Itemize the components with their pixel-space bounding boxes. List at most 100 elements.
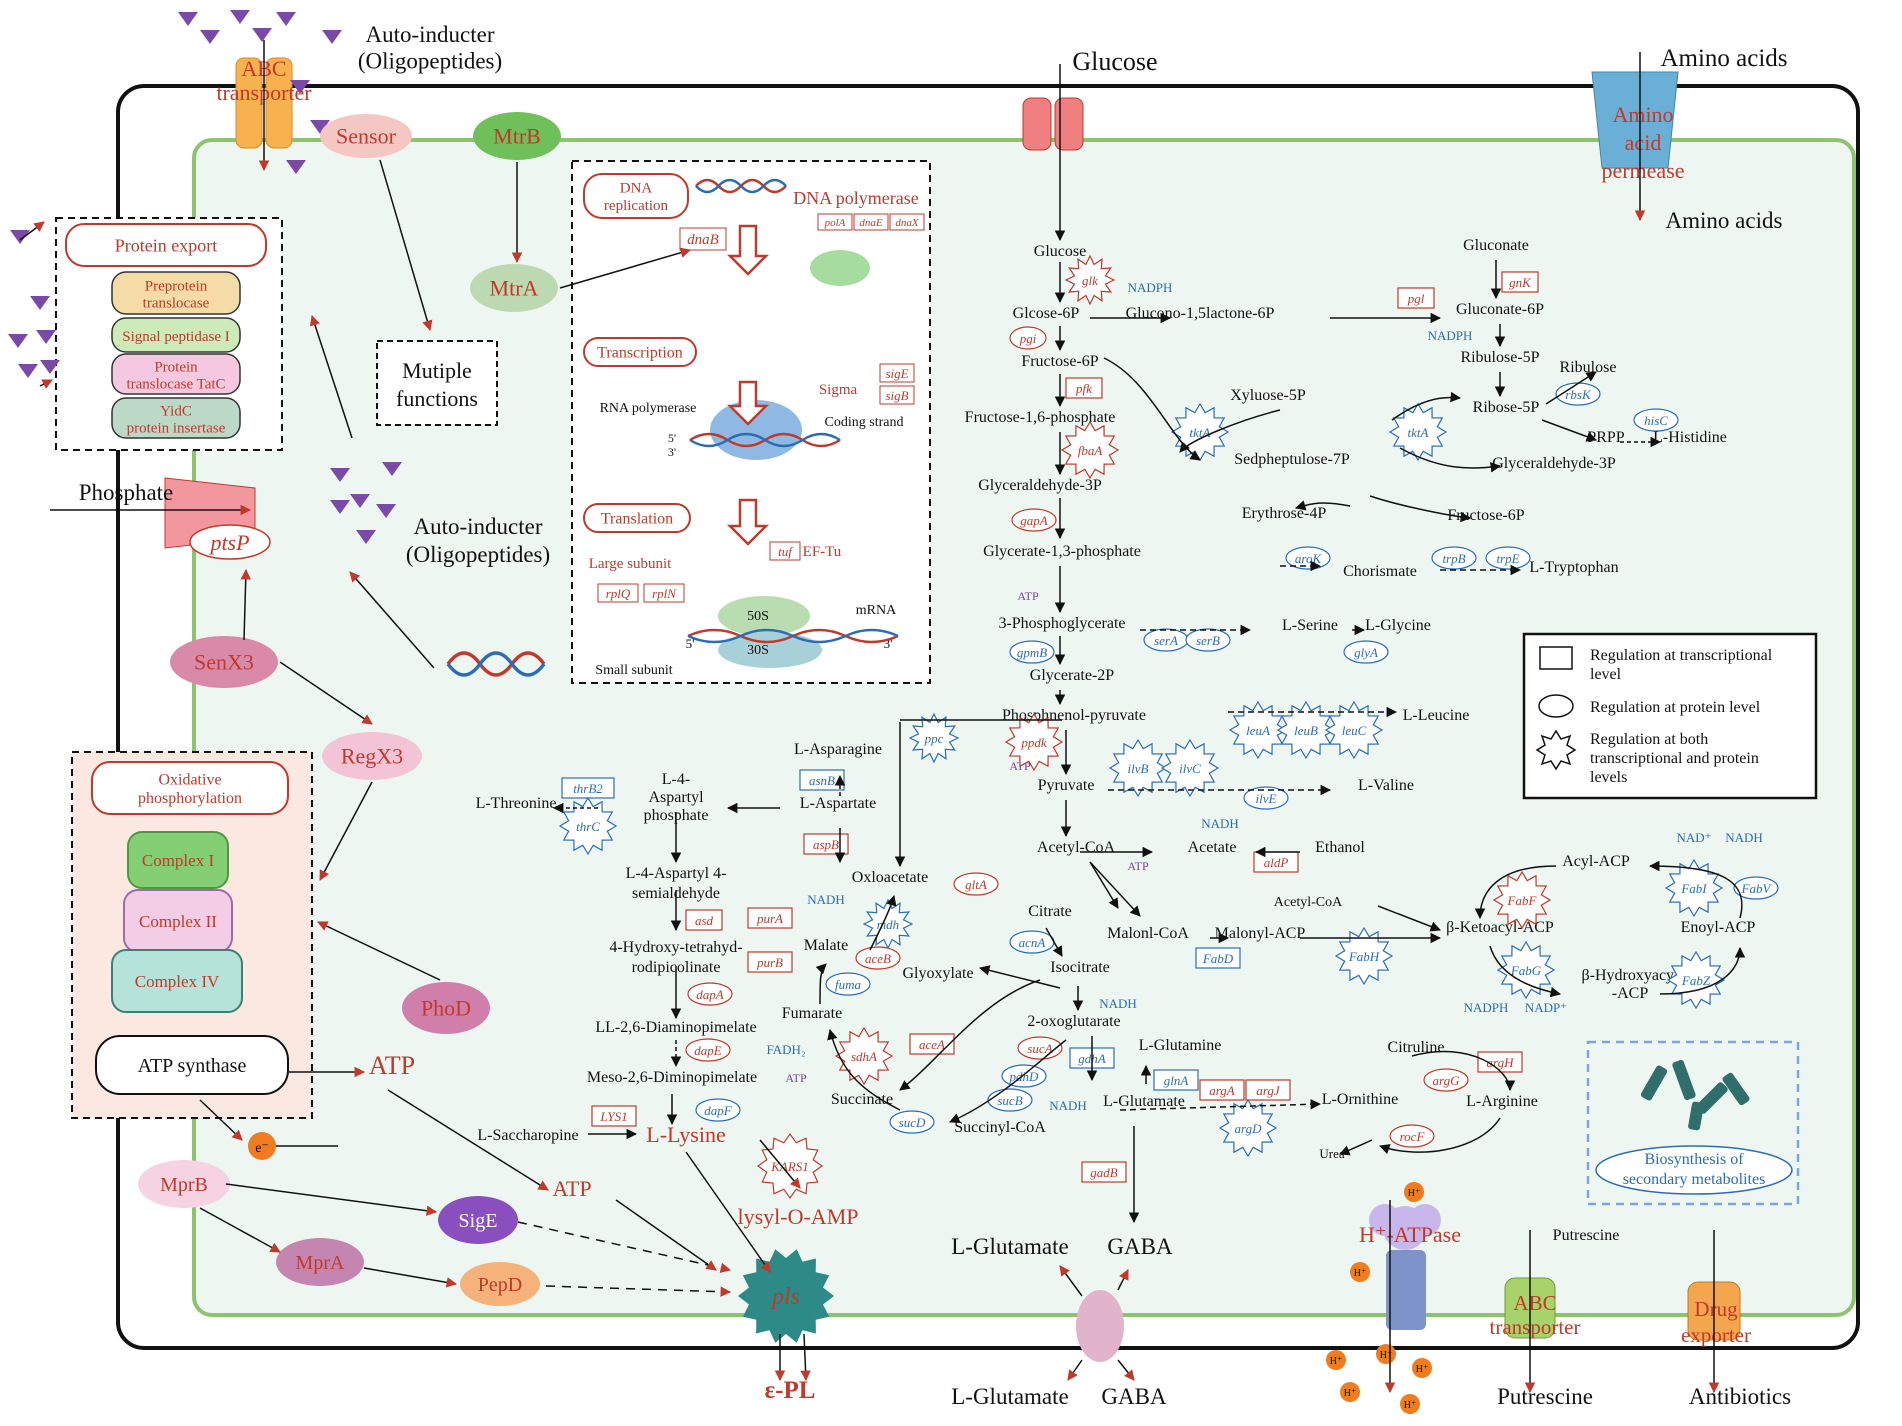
- regulators-regX3: RegX3: [341, 744, 403, 769]
- gene-glk: glk: [1082, 273, 1098, 288]
- gene-rbsK: rbsK: [1565, 387, 1592, 402]
- legend-star-icon: [1535, 729, 1577, 771]
- gene-argH: argH: [1487, 1055, 1515, 1070]
- gene-fuma-ellipse: [825, 972, 871, 996]
- regulators-mtrA: MtrA: [490, 276, 539, 301]
- gene-thrC-star: [558, 796, 618, 856]
- arrow: [1067, 1359, 1083, 1381]
- gene-aspB: aspB: [813, 837, 839, 852]
- gene-asd-rect: [685, 909, 723, 931]
- metabolites-glyoxylate: Glyoxylate: [902, 965, 973, 982]
- gene-trpE-ellipse: [1485, 546, 1531, 570]
- auto-inducer-triangle: [40, 360, 60, 374]
- regulators-mprA: MprA: [296, 1252, 345, 1274]
- legend-ellipse-icon: [1538, 694, 1574, 718]
- oxphos-atp: ATP: [369, 1051, 415, 1080]
- arrow: [869, 894, 897, 951]
- metabolites-histidine: L-Histidine: [1653, 429, 1727, 446]
- metabolites-arginine: L-Arginine: [1466, 1093, 1538, 1110]
- gene-KARS1-star: [756, 1132, 824, 1200]
- gene-purB: purB: [756, 955, 783, 970]
- metabolites-ribose5p: Ribose-5P: [1473, 399, 1540, 416]
- outer-membrane: [116, 84, 1860, 1350]
- oxphos-title-line2: phosphorylation: [138, 790, 242, 807]
- metabolites-oxoglutarate: 2-oxoglutarate: [1027, 1013, 1120, 1030]
- dna-helix-icon: [446, 651, 546, 677]
- gene-fbaA: fbaA: [1078, 443, 1103, 458]
- metabolites-valine: L-Valine: [1358, 777, 1414, 794]
- gene-aceA-rect: [909, 1033, 955, 1055]
- legend-star-line3: levels: [1590, 769, 1627, 786]
- arrow: [978, 965, 1061, 989]
- central_dogma-sig_genes-1: sigB: [885, 388, 908, 403]
- gene-dapE-ellipse: [685, 1038, 731, 1062]
- gene-rocF-ellipse: [1389, 1124, 1435, 1148]
- arrow: [1339, 1139, 1373, 1156]
- metabolites-atp_d: ATP: [1127, 859, 1149, 873]
- arrow: [1379, 1117, 1501, 1155]
- gene-sigB-rect: [879, 385, 915, 405]
- gene-trpB: trpB: [1442, 551, 1465, 566]
- metabolites-aspartyl_p-line1: L-4-: [662, 771, 690, 788]
- proton-dot: [1400, 1394, 1420, 1414]
- arrow: [19, 221, 45, 241]
- gene-leuB-star: [1276, 700, 1336, 760]
- metabolites-asa-line1: L-4-Aspartyl 4-: [626, 865, 727, 882]
- ptsP-shape: [189, 524, 271, 560]
- transporters-amino_permease-line1: Amino: [1612, 102, 1673, 127]
- gene-serB-ellipse: [1185, 628, 1231, 652]
- metabolites-acyl: Acyl-ACP: [1562, 853, 1630, 870]
- gene-sucB: sucB: [997, 1093, 1022, 1108]
- metabolites-hydroxyacyl-line2: -ACP: [1612, 985, 1649, 1002]
- metabolites-citruline: Citruline: [1388, 1039, 1445, 1056]
- gene-thrB2: thrB2: [573, 781, 603, 796]
- arrow: [240, 568, 251, 641]
- arrow: [1377, 905, 1441, 932]
- central_dogma-three: 3': [884, 636, 893, 651]
- protein_export-items-3-line2: protein insertase: [127, 421, 226, 437]
- metabolites-nad_a: NAD⁺: [1676, 830, 1711, 845]
- gene-serA: serA: [1154, 633, 1178, 648]
- protein-export-item-2: [111, 317, 241, 353]
- auto-inducer-triangle: [18, 364, 38, 378]
- arrow: [363, 1267, 458, 1288]
- auto-inducer-triangle: [8, 334, 28, 348]
- gene-pgi: pgi: [1019, 331, 1037, 346]
- gene-FabH: FabH: [1348, 949, 1380, 964]
- central_dogma-pol_genes-2: dnaX: [895, 217, 920, 229]
- central_dogma-small_subunit: Small subunit: [595, 663, 673, 678]
- extracellular-phosphate: Phosphate: [79, 480, 174, 505]
- gene-hisC: hisC: [1644, 413, 1668, 428]
- auto-inducer-triangle: [178, 12, 198, 26]
- proton-dot: [1412, 1358, 1432, 1378]
- amino-acid-permease: [1591, 71, 1679, 169]
- gene-ilvB: ilvB: [1128, 761, 1149, 776]
- metabolites-fumarate: Fumarate: [782, 1005, 842, 1022]
- gene-tktA2-star: [1388, 402, 1448, 462]
- central_dogma-ef_tu: EF-Tu: [803, 544, 842, 560]
- auto-inducer-triangle: [330, 500, 350, 514]
- gene-argA: argA: [1209, 1083, 1235, 1098]
- gene-aroK: aroK: [1295, 551, 1323, 566]
- gene-FabV: FabV: [1741, 881, 1773, 896]
- metabolites-acetyl_coa2: Acetyl-CoA: [1274, 895, 1343, 910]
- gene-purA: purA: [756, 911, 783, 926]
- central_dogma-rpl_genes-0: rplQ: [606, 586, 631, 601]
- auto-inducer-triangle: [200, 30, 220, 44]
- central_dogma-dna_polymerase: DNA polymerase: [793, 188, 918, 208]
- legend-star-line1: Regulation at both: [1590, 731, 1708, 748]
- protein_export-items-2-line1: Protein: [154, 360, 198, 376]
- metabolites-nadph2: NADPH: [1428, 328, 1473, 343]
- gene-KARS1: KARS1: [770, 1159, 809, 1174]
- gene-argD-star: [1218, 1098, 1278, 1158]
- transporters-h_ion: H⁺: [1344, 1388, 1357, 1399]
- metabolites-ribulose: Ribulose: [1560, 359, 1617, 376]
- oxphos-complexes-2: Complex IV: [135, 972, 220, 991]
- gene-sucD-ellipse: [889, 1110, 935, 1134]
- proton-dot: [1404, 1182, 1424, 1202]
- gene-purA-rect: [747, 907, 793, 929]
- metabolites-enoyl: Enoyl-ACP: [1681, 919, 1756, 936]
- regulators-multiple_functions-line2: functions: [396, 386, 478, 411]
- gene-aldP: aldP: [1264, 855, 1289, 870]
